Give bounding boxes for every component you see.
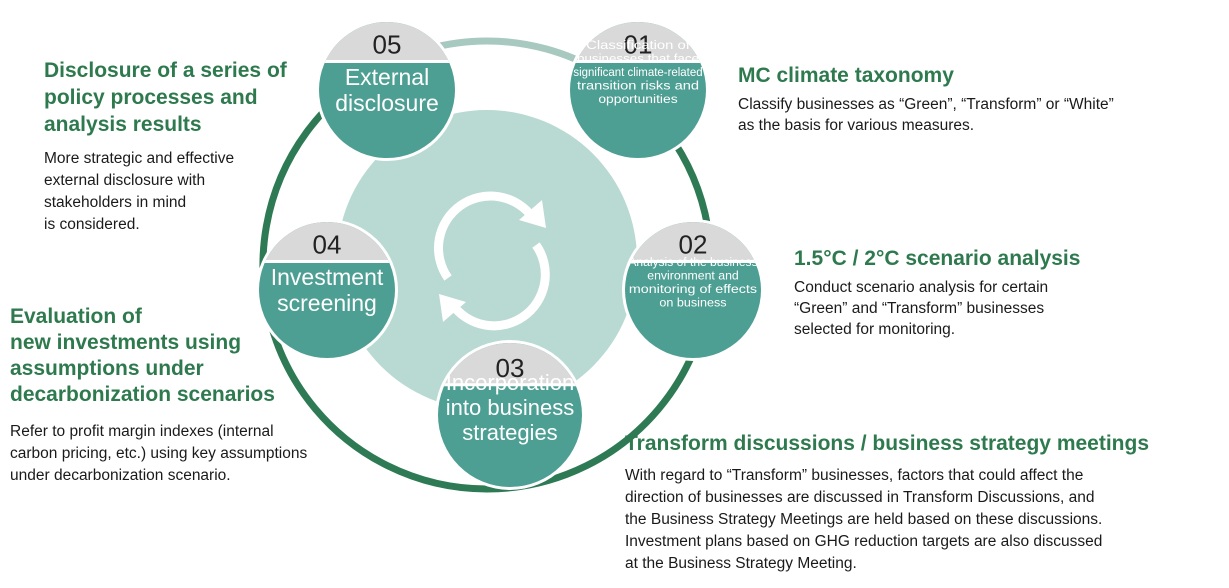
cycle-arrows-icon xyxy=(434,191,550,331)
step-label-line: Classification of xyxy=(586,38,690,52)
step-number: 04 xyxy=(313,229,342,259)
cycle-arrow-upper-head-icon xyxy=(519,200,546,228)
cycle-arrow-lower-icon xyxy=(448,242,550,331)
step-04-description: Refer to profit margin indexes (internal… xyxy=(10,423,308,484)
step-label-line: Incorporation xyxy=(446,370,574,395)
step-number: 03 xyxy=(496,353,525,383)
step-label-line: into business xyxy=(446,395,574,420)
cycle-arrow-lower-head-icon xyxy=(439,294,466,322)
step-04-heading: Evaluation of new investments using assu… xyxy=(10,305,275,406)
step-04-text: Evaluation of new investments using assu… xyxy=(10,304,310,487)
step-label-line: transition risks and xyxy=(577,79,699,93)
step-05-description: More strategic and effective external di… xyxy=(44,150,235,233)
step-05-heading: Disclosure of a series of policy process… xyxy=(44,59,287,136)
step-label-line: Analysis of the business xyxy=(628,255,757,269)
step-03-heading: Transform discussions / business strateg… xyxy=(625,432,1150,455)
step-number: 05 xyxy=(373,29,402,59)
step-03-description: With regard to “Transform” businesses, f… xyxy=(625,467,1103,572)
step-05-text: Disclosure of a series of policy process… xyxy=(44,57,324,236)
step-01-text: MC climate taxonomy Classify businesses … xyxy=(738,62,1218,136)
step-label-line: External xyxy=(345,64,429,90)
step-01-heading: MC climate taxonomy xyxy=(738,64,954,87)
step-label-line: strategies xyxy=(462,420,557,445)
step-number: 01 xyxy=(624,29,653,59)
step-01-description: Classify businesses as “Green”, “Transfo… xyxy=(738,96,1114,134)
step-label-line: opportunities xyxy=(598,92,677,106)
inner-disc xyxy=(337,110,637,410)
step-label-line: screening xyxy=(277,290,377,316)
step-label-line: on business xyxy=(659,295,726,309)
step-number: 02 xyxy=(679,229,708,259)
step-label-line: businesses that face xyxy=(577,52,699,66)
step-02-heading: 1.5°C / 2°C scenario analysis xyxy=(794,247,1081,270)
outer-ring-dark-arc xyxy=(259,67,715,493)
step-02-description: Conduct scenario analysis for certain “G… xyxy=(794,279,1049,338)
step-label-line: monitoring of effects xyxy=(629,282,757,296)
step-label-line: Investment xyxy=(271,264,384,290)
step-03-text: Transform discussions / business strateg… xyxy=(625,430,1225,575)
step-label-line: significant climate-related xyxy=(573,65,702,79)
step-02-text: 1.5°C / 2°C scenario analysis Conduct sc… xyxy=(794,245,1214,340)
cycle-arrow-upper-icon xyxy=(434,191,537,281)
step-label-line: environment and xyxy=(647,268,739,282)
step-label-line: disclosure xyxy=(335,90,439,116)
